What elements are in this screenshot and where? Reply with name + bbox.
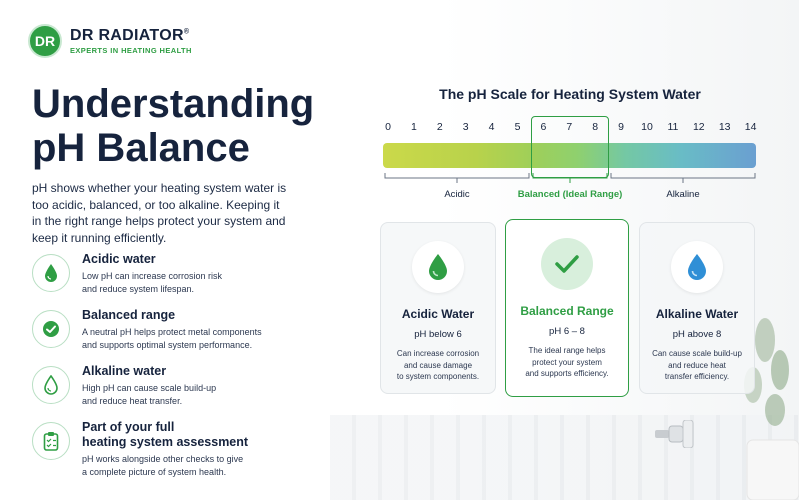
card-acidic: Acidic Water pH below 6 Can increase cor… <box>380 222 496 394</box>
green-drop-icon <box>412 241 464 293</box>
ph-tick-2: 2 <box>436 121 443 133</box>
ph-tick-10: 10 <box>641 121 653 133</box>
brand-logo[interactable]: DR DR RADIATOR® EXPERTS IN HEATING HEALT… <box>28 24 192 58</box>
feature-desc: A neutral pH helps protect metal compone… <box>82 327 262 350</box>
logo-text: DR RADIATOR® EXPERTS IN HEATING HEALTH <box>70 26 192 55</box>
ph-tick-6: 6 <box>540 121 547 133</box>
logo-badge: DR <box>28 24 62 58</box>
scale-title: The pH Scale for Heating System Water <box>439 86 701 102</box>
ph-tick-14: 14 <box>744 121 757 133</box>
ph-tick-9: 9 <box>618 121 625 133</box>
card-subtitle: pH above 8 <box>672 329 722 340</box>
ph-tick-11: 11 <box>667 121 679 133</box>
feature-list: Acidic water Low pH can increase corrosi… <box>32 252 302 491</box>
feature-title: Alkaline water <box>82 364 167 378</box>
acidic-brace <box>384 173 530 183</box>
feature-title: Balanced range <box>82 308 176 322</box>
ph-tick-5: 5 <box>514 121 521 133</box>
card-balanced: Balanced Range pH 6 – 8 The ideal range … <box>505 219 629 397</box>
clipboard-icon <box>32 422 70 460</box>
card-subtitle: pH below 6 <box>414 329 462 340</box>
card-title: Alkaline Water <box>655 307 739 321</box>
card-title: Balanced Range <box>520 304 614 318</box>
drop-icon <box>32 366 70 404</box>
intro-text: pH shows whether your heating system wat… <box>32 181 287 245</box>
alkaline-brace <box>610 173 756 183</box>
check-icon <box>541 238 593 290</box>
radiator-background <box>330 415 799 500</box>
plant-background <box>744 318 799 500</box>
range-label-balanced: Balanced (Ideal Range) <box>517 189 623 200</box>
title-line-1: Understanding <box>32 82 315 126</box>
ph-tick-7: 7 <box>566 121 573 133</box>
ph-scale-bar <box>383 143 756 168</box>
check-icon <box>32 310 70 348</box>
feature-alkaline: Alkaline water High pH can cause scale b… <box>32 364 302 408</box>
page-title: Understanding pH Balance <box>32 82 352 170</box>
ph-tick-1: 1 <box>410 121 417 133</box>
ph-tick-8: 8 <box>592 121 599 133</box>
card-alkaline: Alkaline Water pH above 8 Can cause scal… <box>639 222 755 394</box>
radiator-valve-icon <box>655 420 694 448</box>
brand-name: DR RADIATOR® <box>70 26 190 44</box>
feature-balanced: Balanced range A neutral pH helps protec… <box>32 308 302 352</box>
ph-tick-13: 13 <box>718 121 731 133</box>
ph-tick-12: 12 <box>692 121 705 133</box>
feature-acidic: Acidic water Low pH can increase corrosi… <box>32 252 302 296</box>
card-title: Acidic Water <box>401 307 475 321</box>
ph-tick-4: 4 <box>488 121 495 133</box>
balanced-brace <box>532 173 608 183</box>
feature-title: Acidic water <box>82 252 156 266</box>
balanced-highlight <box>531 116 609 178</box>
blue-drop-icon <box>671 241 723 293</box>
brand-tagline: EXPERTS IN HEATING HEALTH <box>70 45 192 55</box>
range-label-alkaline: Alkaline <box>666 189 700 200</box>
ph-tick-0: 0 <box>385 121 391 133</box>
card-subtitle: pH 6 – 8 <box>549 326 585 337</box>
drop-icon <box>32 254 70 292</box>
range-label-acidic: Acidic <box>444 189 470 200</box>
ph-tick-3: 3 <box>462 121 469 133</box>
title-line-2: pH Balance <box>32 126 250 170</box>
